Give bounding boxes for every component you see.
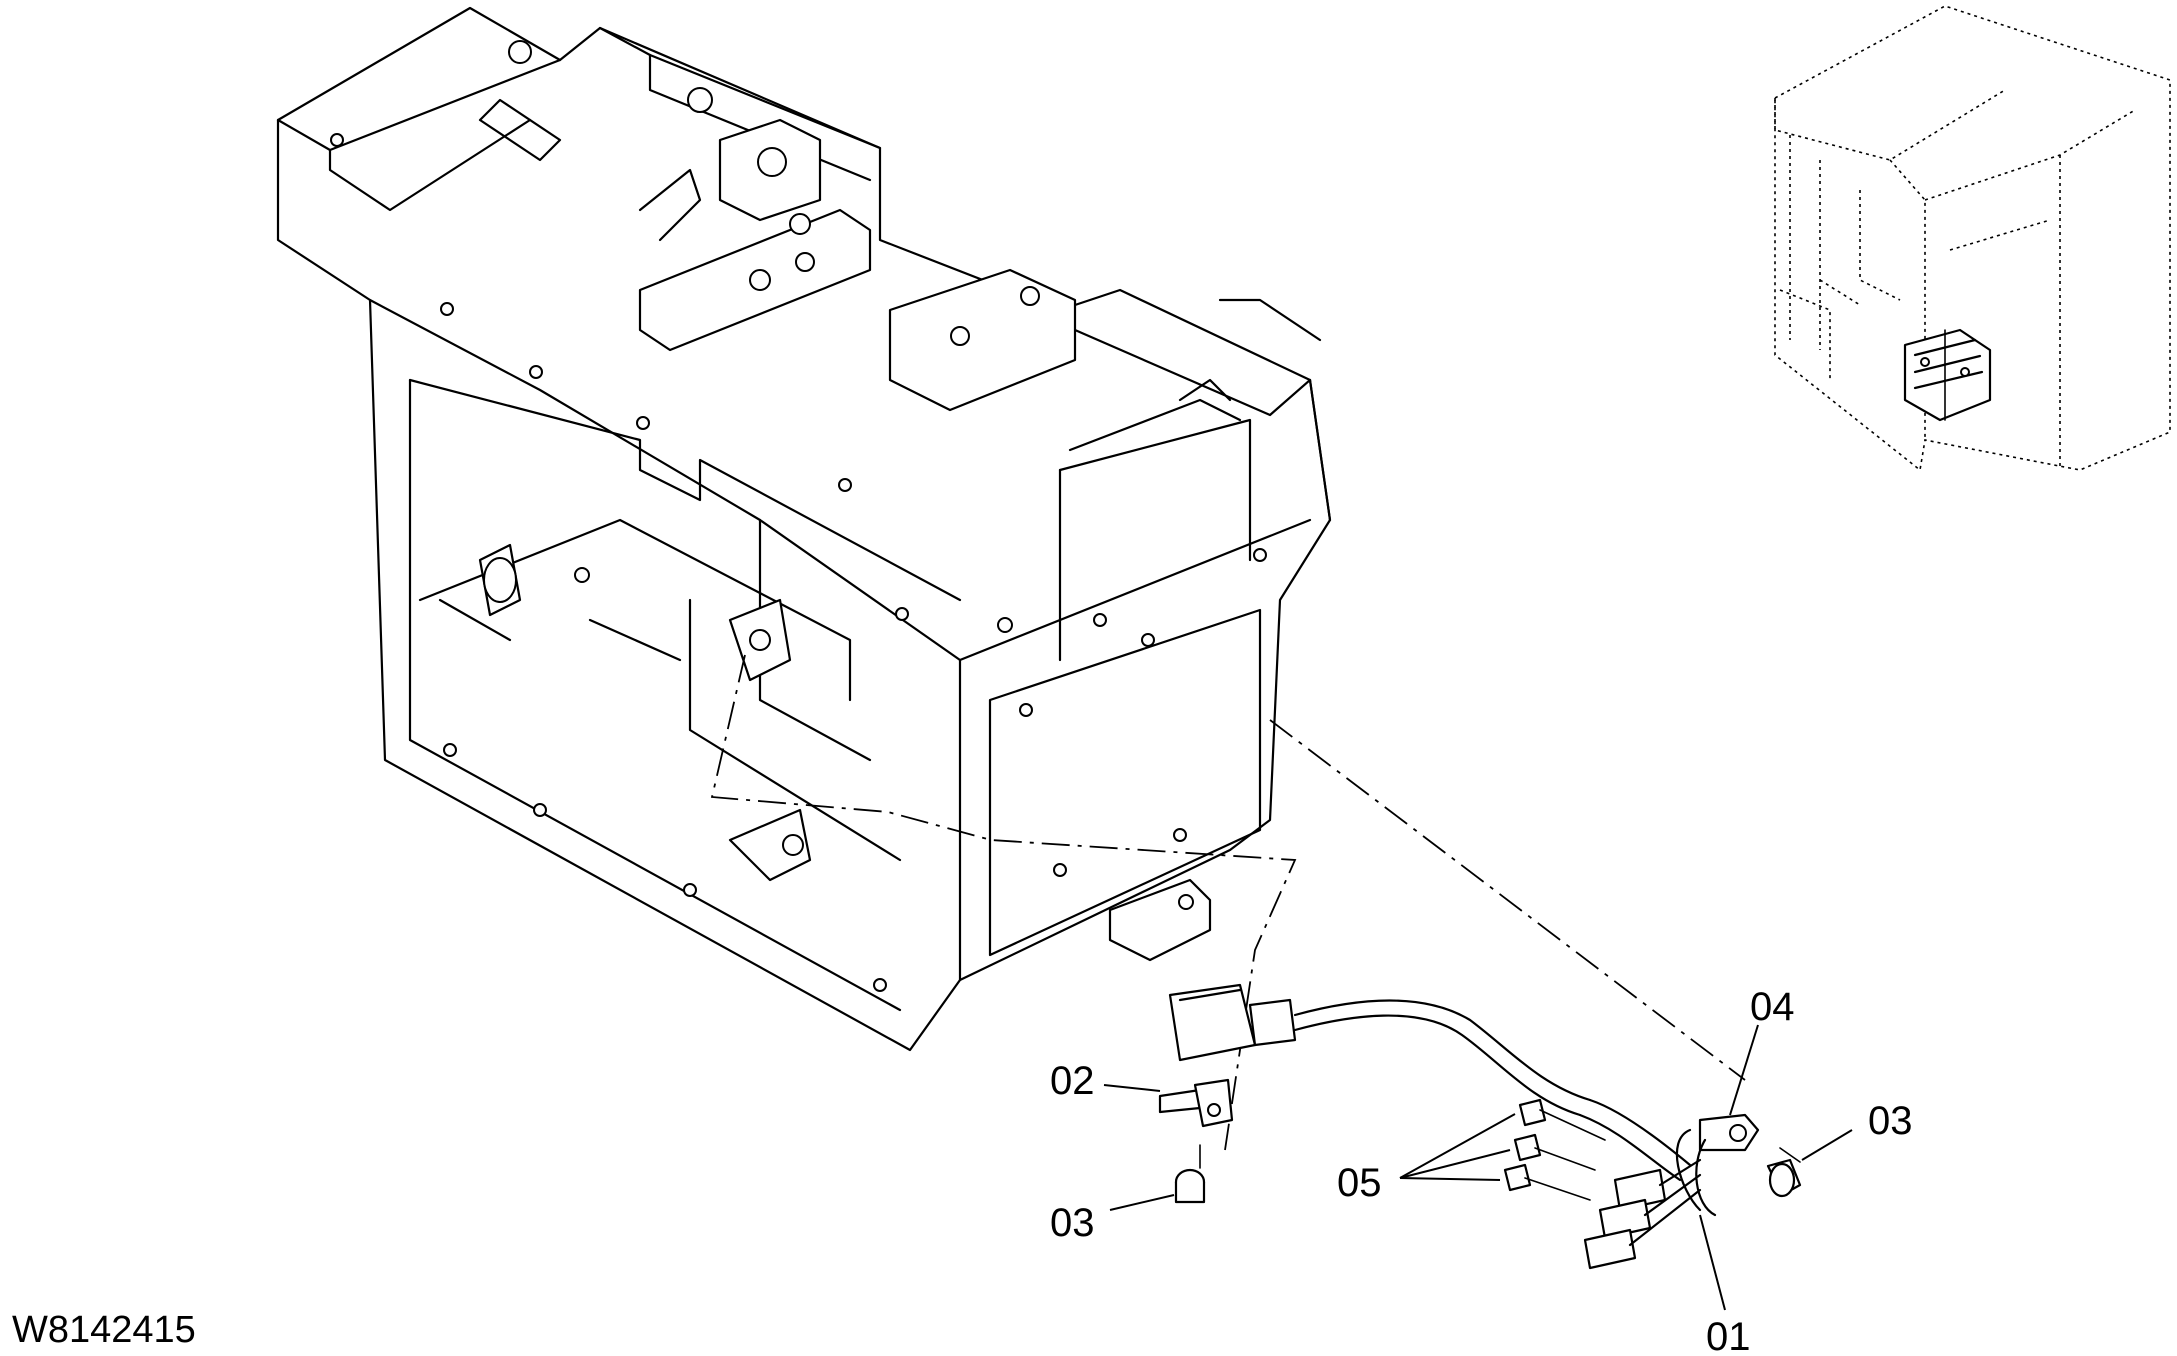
bolt-right <box>1766 1147 1802 1198</box>
console-frame <box>276 6 1332 1052</box>
callout-03-right: 03 <box>1868 1099 1913 1143</box>
callout-05: 05 <box>1337 1161 1382 1205</box>
callout-02: 02 <box>1050 1059 1095 1103</box>
drawing-code: W8142415 <box>12 1309 196 1351</box>
callout-01: 01 <box>1706 1315 1751 1356</box>
assembly-lines <box>710 654 1746 1151</box>
wire-harness <box>1168 983 1760 1270</box>
callout-04: 04 <box>1750 985 1795 1029</box>
locator-inset <box>1774 5 2171 472</box>
callout-03-left: 03 <box>1050 1201 1095 1245</box>
leader-lines <box>1103 1024 1853 1311</box>
bolt-left <box>1174 1144 1206 1204</box>
ground-terminal <box>1158 1078 1234 1128</box>
